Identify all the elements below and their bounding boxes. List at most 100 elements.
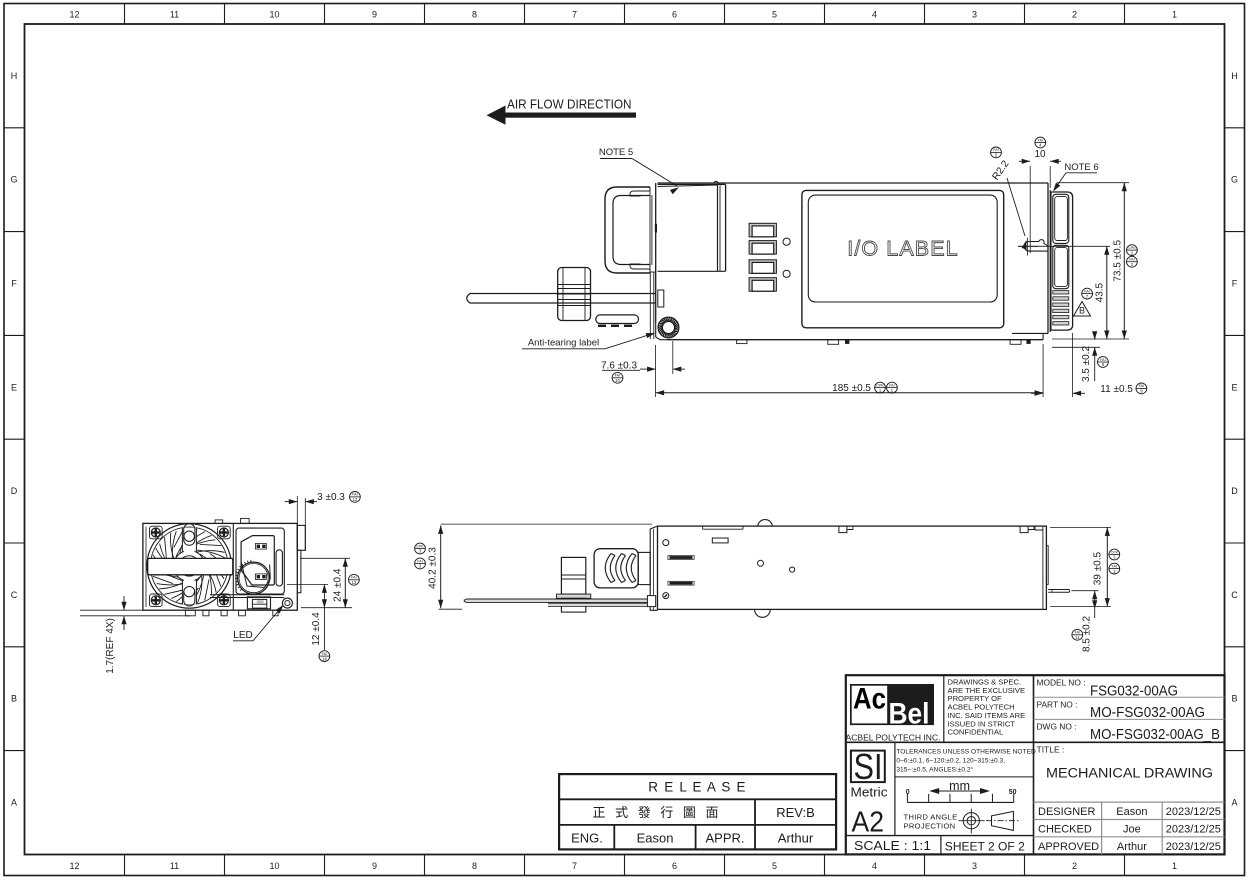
svg-text:H: H [1231,71,1238,81]
svg-text:Anti-tearing label: Anti-tearing label [528,338,599,349]
svg-text:PART NO :: PART NO : [1037,700,1078,710]
svg-text:R2.2: R2.2 [990,158,1011,182]
svg-text:INC. SAID ITEMS ARE: INC. SAID ITEMS ARE [948,711,1026,720]
svg-text:3 ±0.3: 3 ±0.3 [317,492,345,503]
svg-text:SI: SI [854,746,883,787]
svg-text:0: 0 [906,789,910,796]
svg-text:12 ±0.4: 12 ±0.4 [311,612,322,646]
svg-text:MECHANICAL DRAWING: MECHANICAL DRAWING [1046,766,1213,781]
svg-text:FAI: FAI [1129,258,1134,262]
svg-text:ACBEL POLYTECH: ACBEL POLYTECH [948,703,1015,712]
svg-text:8: 8 [1102,362,1105,367]
svg-text:40.2 ±0.3: 40.2 ±0.3 [428,547,439,589]
svg-text:TOLERANCES UNLESS OTHERWISE NO: TOLERANCES UNLESS OTHERWISE NOTED [896,749,1036,756]
svg-text:E: E [11,382,17,392]
svg-text:3: 3 [1113,555,1116,560]
svg-text:12: 12 [69,861,79,871]
svg-text:FAI: FAI [889,383,894,387]
svg-text:A2: A2 [852,807,885,839]
svg-text:2: 2 [1072,861,1077,871]
svg-text:11 ±0.5: 11 ±0.5 [1100,384,1133,395]
svg-text:1: 1 [891,388,894,393]
svg-text:7.6 ±0.3: 7.6 ±0.3 [601,360,638,371]
svg-text:APPROVED: APPROVED [1038,841,1099,853]
svg-text:FAI: FAI [1075,631,1080,635]
svg-text:F: F [11,279,17,289]
svg-text:SCALE : 1:1: SCALE : 1:1 [854,838,931,853]
svg-text:Ac: Ac [853,683,886,716]
svg-text:13: 13 [352,580,357,585]
svg-text:5: 5 [772,861,777,871]
svg-text:I/O LABEL: I/O LABEL [847,237,958,261]
svg-text:PROPERTY OF: PROPERTY OF [948,694,1003,703]
svg-text:NOTE 5: NOTE 5 [599,147,633,158]
svg-text:mm: mm [949,779,970,793]
svg-text:9: 9 [372,861,377,871]
svg-text:FAI: FAI [1084,289,1089,293]
svg-text:4: 4 [1039,143,1042,148]
svg-text:Arthur: Arthur [778,831,814,846]
svg-text:D: D [11,486,18,496]
svg-text:9: 9 [1140,389,1143,394]
svg-text:B: B [11,694,17,704]
svg-text:FAI: FAI [993,148,998,152]
svg-text:FSG032-00AG: FSG032-00AG [1090,684,1178,700]
svg-text:THIRD ANGLE: THIRD ANGLE [904,813,958,822]
svg-text:8: 8 [472,861,477,871]
svg-text:3: 3 [419,549,422,554]
svg-text:10: 10 [269,861,279,871]
svg-text:C: C [1231,590,1238,600]
svg-text:7: 7 [1086,294,1089,299]
svg-text:6: 6 [672,10,677,20]
svg-text:G: G [1231,175,1238,185]
svg-text:FAI: FAI [1112,564,1117,568]
svg-text:7: 7 [572,861,577,871]
svg-text:CONFIDENTIAL: CONFIDENTIAL [948,728,1004,737]
svg-text:ACBEL POLYTECH INC.: ACBEL POLYTECH INC. [846,733,941,743]
svg-text:E: E [1231,382,1237,392]
svg-text:正 式 發 行 圖 面: 正 式 發 行 圖 面 [592,805,721,820]
svg-text:50: 50 [1009,789,1017,796]
svg-text:10: 10 [1034,149,1046,160]
svg-text:A: A [11,798,17,808]
svg-text:2023/12/25: 2023/12/25 [1166,841,1221,853]
svg-text:C: C [11,590,18,600]
svg-text:B: B [1231,694,1237,704]
svg-text:3: 3 [419,564,422,569]
svg-text:CPK: CPK [1111,550,1119,554]
svg-text:A: A [1231,798,1237,808]
svg-text:FAI: FAI [352,493,357,497]
svg-text:2: 2 [1131,250,1134,255]
svg-text:11: 11 [1075,635,1080,640]
svg-text:Arthur: Arthur [1117,841,1147,853]
svg-text:R E L E A S E: R E L E A S E [648,780,746,795]
svg-text:F: F [1232,279,1238,289]
svg-text:DWG NO :: DWG NO : [1037,722,1077,732]
svg-text:Metric: Metric [851,786,888,800]
svg-text:11: 11 [170,861,179,871]
svg-text:3: 3 [972,861,977,871]
svg-text:CHECKED: CHECKED [1038,823,1092,835]
svg-text:11: 11 [170,10,179,20]
svg-text:2023/12/25: 2023/12/25 [1166,806,1221,818]
svg-text:9: 9 [372,10,377,20]
svg-text:DESIGNER: DESIGNER [1038,806,1096,818]
svg-text:ISSUED IN STRICT: ISSUED IN STRICT [948,719,1016,728]
svg-text:G: G [10,175,17,185]
svg-text:2023/12/25: 2023/12/25 [1166,823,1221,835]
svg-text:5: 5 [772,10,777,20]
svg-text:3: 3 [972,10,977,20]
svg-text:4: 4 [872,10,877,20]
svg-text:10: 10 [615,378,620,383]
svg-text:FAI: FAI [1038,138,1043,142]
svg-text:FAI: FAI [1139,384,1144,388]
svg-text:DRAWINGS & SPEC.: DRAWINGS & SPEC. [948,678,1022,687]
svg-text:NOTE 6: NOTE 6 [1064,162,1098,173]
svg-text:7: 7 [572,10,577,20]
svg-text:14: 14 [322,656,327,661]
svg-text:3: 3 [1113,569,1116,574]
svg-text:B: B [1079,306,1085,316]
svg-text:ENG.: ENG. [571,831,603,846]
svg-text:1: 1 [1172,861,1177,871]
svg-text:LED: LED [233,630,252,641]
